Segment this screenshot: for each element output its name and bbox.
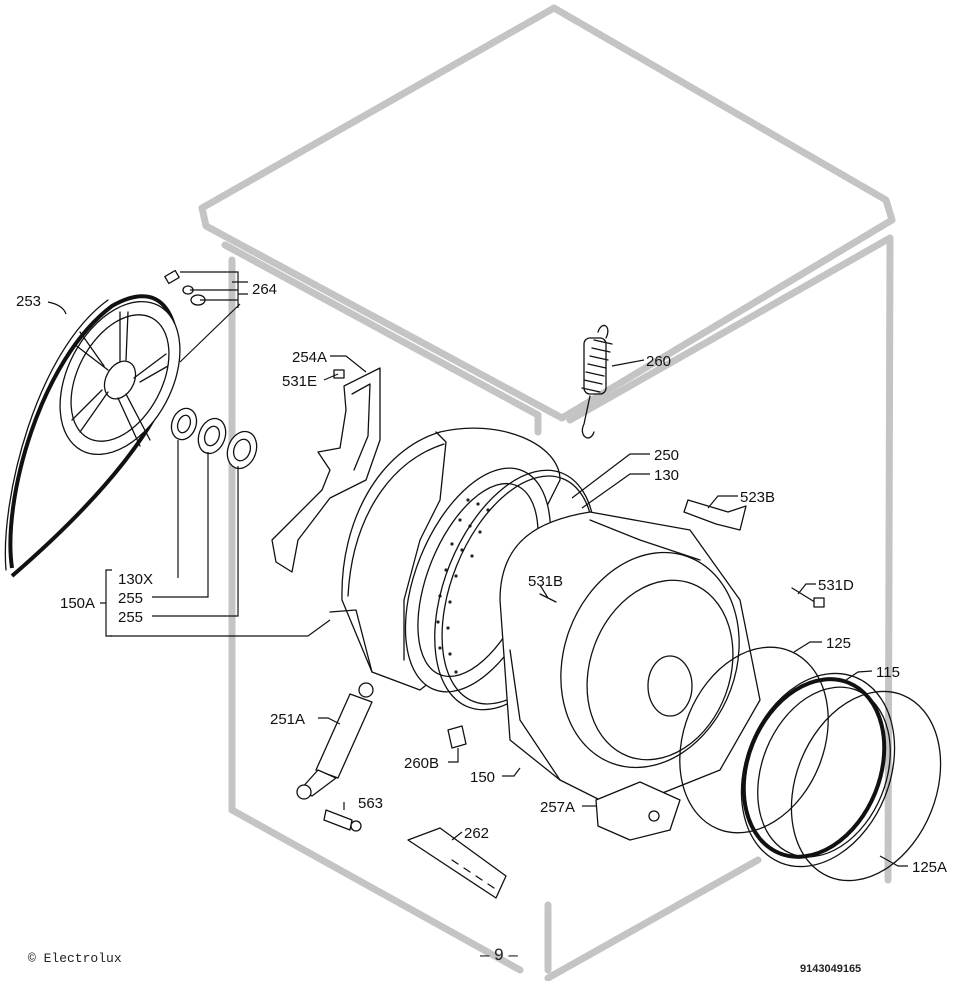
screws: [539, 587, 825, 608]
label-531E: 531E: [282, 373, 317, 390]
label-115: 115: [876, 664, 900, 681]
bearings-and-seal: [170, 407, 258, 470]
label-125A: 125A: [912, 859, 947, 876]
front-tub-150: [499, 511, 761, 811]
label-260: 260: [646, 353, 671, 370]
label-523B: 523B: [740, 489, 775, 506]
label-150A: 150A: [60, 595, 95, 612]
label-150: 150: [470, 769, 495, 786]
label-255-b: 255: [118, 609, 143, 626]
pulley-and-belt-253: [4, 294, 181, 578]
label-251A: 251A: [270, 711, 305, 728]
label-254A: 254A: [292, 349, 327, 366]
label-257A: 257A: [540, 799, 575, 816]
pin-563: [323, 809, 362, 832]
label-250: 250: [654, 447, 679, 464]
label-262: 262: [464, 825, 489, 842]
copyright-notice: © Electrolux: [28, 951, 122, 966]
label-255-a: 255: [118, 590, 143, 607]
label-130: 130: [654, 467, 679, 484]
label-531B: 531B: [528, 573, 563, 590]
bracket-254A: [271, 367, 381, 573]
spring-260: [581, 324, 613, 439]
label-253: 253: [16, 293, 41, 310]
counterweight-257A: [595, 781, 681, 841]
label-563: 563: [358, 795, 383, 812]
clip-260B: [447, 725, 467, 749]
document-number: 9143049165: [800, 963, 862, 975]
sensor-523B: [683, 499, 747, 531]
label-130X: 130X: [118, 571, 153, 588]
gasket-rings: [679, 646, 942, 882]
grip-262: [407, 827, 507, 899]
label-260B: 260B: [404, 755, 439, 772]
pulley-screw-264: [164, 269, 206, 306]
label-531D: 531D: [818, 577, 854, 594]
shock-absorber-251A: [296, 682, 374, 800]
leader-lines: [47, 271, 908, 867]
page-number: – 9 –: [480, 945, 518, 964]
part-labels: 253 264 254A 531E 260 250 130 523B 531B …: [16, 281, 947, 876]
label-125: 125: [826, 635, 851, 652]
label-264: 264: [252, 281, 277, 298]
